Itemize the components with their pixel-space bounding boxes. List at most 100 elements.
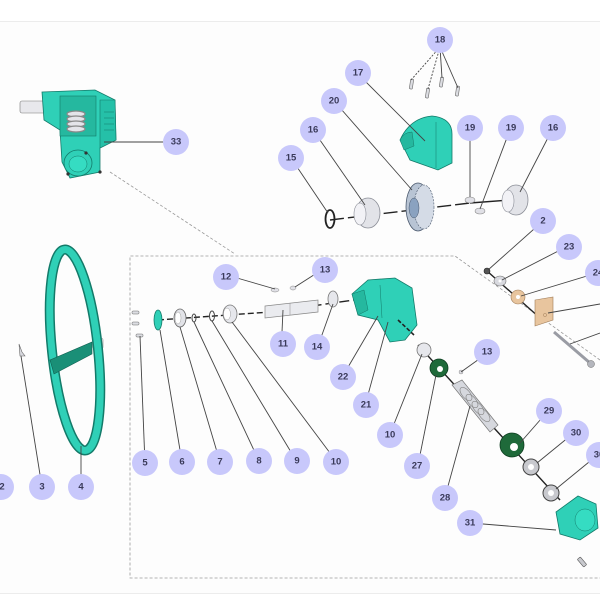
part-12-key[interactable] [270,287,280,293]
callout-27[interactable]: 27 [404,453,430,479]
callout-label: 5 [142,458,148,469]
part-31-end-cap[interactable] [555,495,599,541]
callout-12[interactable]: 12 [213,264,239,290]
callout-label: 15 [286,153,297,164]
callout-label: 14 [312,342,323,353]
callout-label: 22 [338,372,349,383]
part-18-screws[interactable] [409,76,460,99]
part-4-handwheel[interactable] [42,244,109,456]
callout-10-upper[interactable]: 10 [323,449,349,475]
part-10-bearing-lower[interactable] [416,342,432,358]
part-13-key-upper[interactable] [289,285,297,291]
part-end-screw[interactable] [577,556,587,568]
callout-20[interactable]: 20 [321,88,347,114]
part-14-bearing[interactable] [327,290,339,308]
callout-label: 2 [0,482,5,493]
callout-33[interactable]: 33 [163,129,189,155]
callout-label: 12 [221,272,232,283]
callout-22[interactable]: 22 [330,364,356,390]
callout-31[interactable]: 31 [457,510,483,536]
callout-label: 2 [540,216,545,227]
part-3-pin[interactable] [18,343,26,357]
part-bracket-plate[interactable] [534,296,554,327]
callout-label: 11 [278,339,289,350]
detail-box [109,171,600,579]
callout-8[interactable]: 8 [246,448,272,474]
callout-2-right[interactable]: 2 [530,208,556,234]
part-27-seal[interactable] [429,358,449,378]
callout-label: 10 [331,457,342,468]
callout-label: 10 [385,430,396,441]
callout-15[interactable]: 15 [278,145,304,171]
part-11-shaft[interactable] [264,299,319,319]
callout-label: 17 [353,68,364,79]
callout-label: 24 [593,268,600,279]
callout-7[interactable]: 7 [207,449,233,475]
part-15-o-ring[interactable] [324,209,336,229]
part-5-screws[interactable] [131,310,144,338]
callout-29[interactable]: 29 [536,398,562,424]
callout-label: 30 [571,428,582,439]
callout-23[interactable]: 23 [556,234,582,260]
callout-18[interactable]: 18 [427,27,453,53]
callout-label: 28 [440,493,451,504]
callout-30-lower[interactable]: 30 [586,442,600,468]
part-6-cover-plate[interactable] [153,309,163,331]
callout-9[interactable]: 9 [284,448,310,474]
part-23-washer[interactable] [493,275,507,287]
part-long-bolt[interactable] [553,330,595,368]
callout-label: 23 [564,242,575,253]
callout-17[interactable]: 17 [345,60,371,86]
callout-30-upper[interactable]: 30 [563,420,589,446]
callout-label: 16 [308,125,319,136]
callout-4[interactable]: 4 [68,474,94,500]
callout-5[interactable]: 5 [132,450,158,476]
part-16-bearing-right[interactable] [501,184,529,216]
part-30-bearing-b[interactable] [542,484,560,502]
part-16-bearing-left[interactable] [353,197,381,229]
callout-label: 13 [482,347,493,358]
callout-19-left[interactable]: 19 [457,115,483,141]
bottom-bar [0,593,600,601]
part-21-22-housing[interactable] [351,277,418,343]
callout-label: 27 [412,461,423,472]
callout-21[interactable]: 21 [353,392,379,418]
callout-3[interactable]: 3 [29,474,55,500]
callout-13-lower[interactable]: 13 [474,339,500,365]
callout-14[interactable]: 14 [304,334,330,360]
callout-10-lower[interactable]: 10 [377,422,403,448]
callout-label: 31 [465,518,476,529]
part-10-bearing-small[interactable] [222,304,238,324]
callout-label: 6 [179,457,184,468]
part-30-bearing-a[interactable] [522,458,540,476]
callout-2-left[interactable]: 2 [0,474,14,500]
callout-label: 4 [78,482,84,493]
callout-label: 3 [39,482,44,493]
callout-label: 7 [217,457,222,468]
callout-13-upper[interactable]: 13 [312,257,338,283]
callout-label: 21 [361,400,372,411]
callout-19-right[interactable]: 19 [498,115,524,141]
part-24-bushing[interactable] [510,289,526,305]
callout-16-right[interactable]: 16 [540,115,566,141]
callout-label: 19 [506,123,517,134]
callout-24[interactable]: 24 [585,260,600,286]
part-7-bearing[interactable] [173,308,187,328]
part-29-seal[interactable] [499,432,525,458]
callout-label: 8 [256,456,261,467]
callout-label: 19 [465,123,476,134]
part-28-worm-shaft[interactable] [451,379,499,433]
part-20-worm-gear[interactable] [405,182,435,232]
callout-label: 16 [548,123,559,134]
callout-16-left[interactable]: 16 [300,117,326,143]
part-19-keys[interactable] [464,196,486,215]
callout-label: 18 [435,35,446,46]
callout-label: 30 [594,450,600,461]
callout-28[interactable]: 28 [432,485,458,511]
callout-label: 20 [329,96,340,107]
part-33-gearbox-assembly[interactable] [19,89,117,179]
callout-6[interactable]: 6 [169,449,195,475]
top-bar [0,0,600,22]
callout-11[interactable]: 11 [270,331,296,357]
